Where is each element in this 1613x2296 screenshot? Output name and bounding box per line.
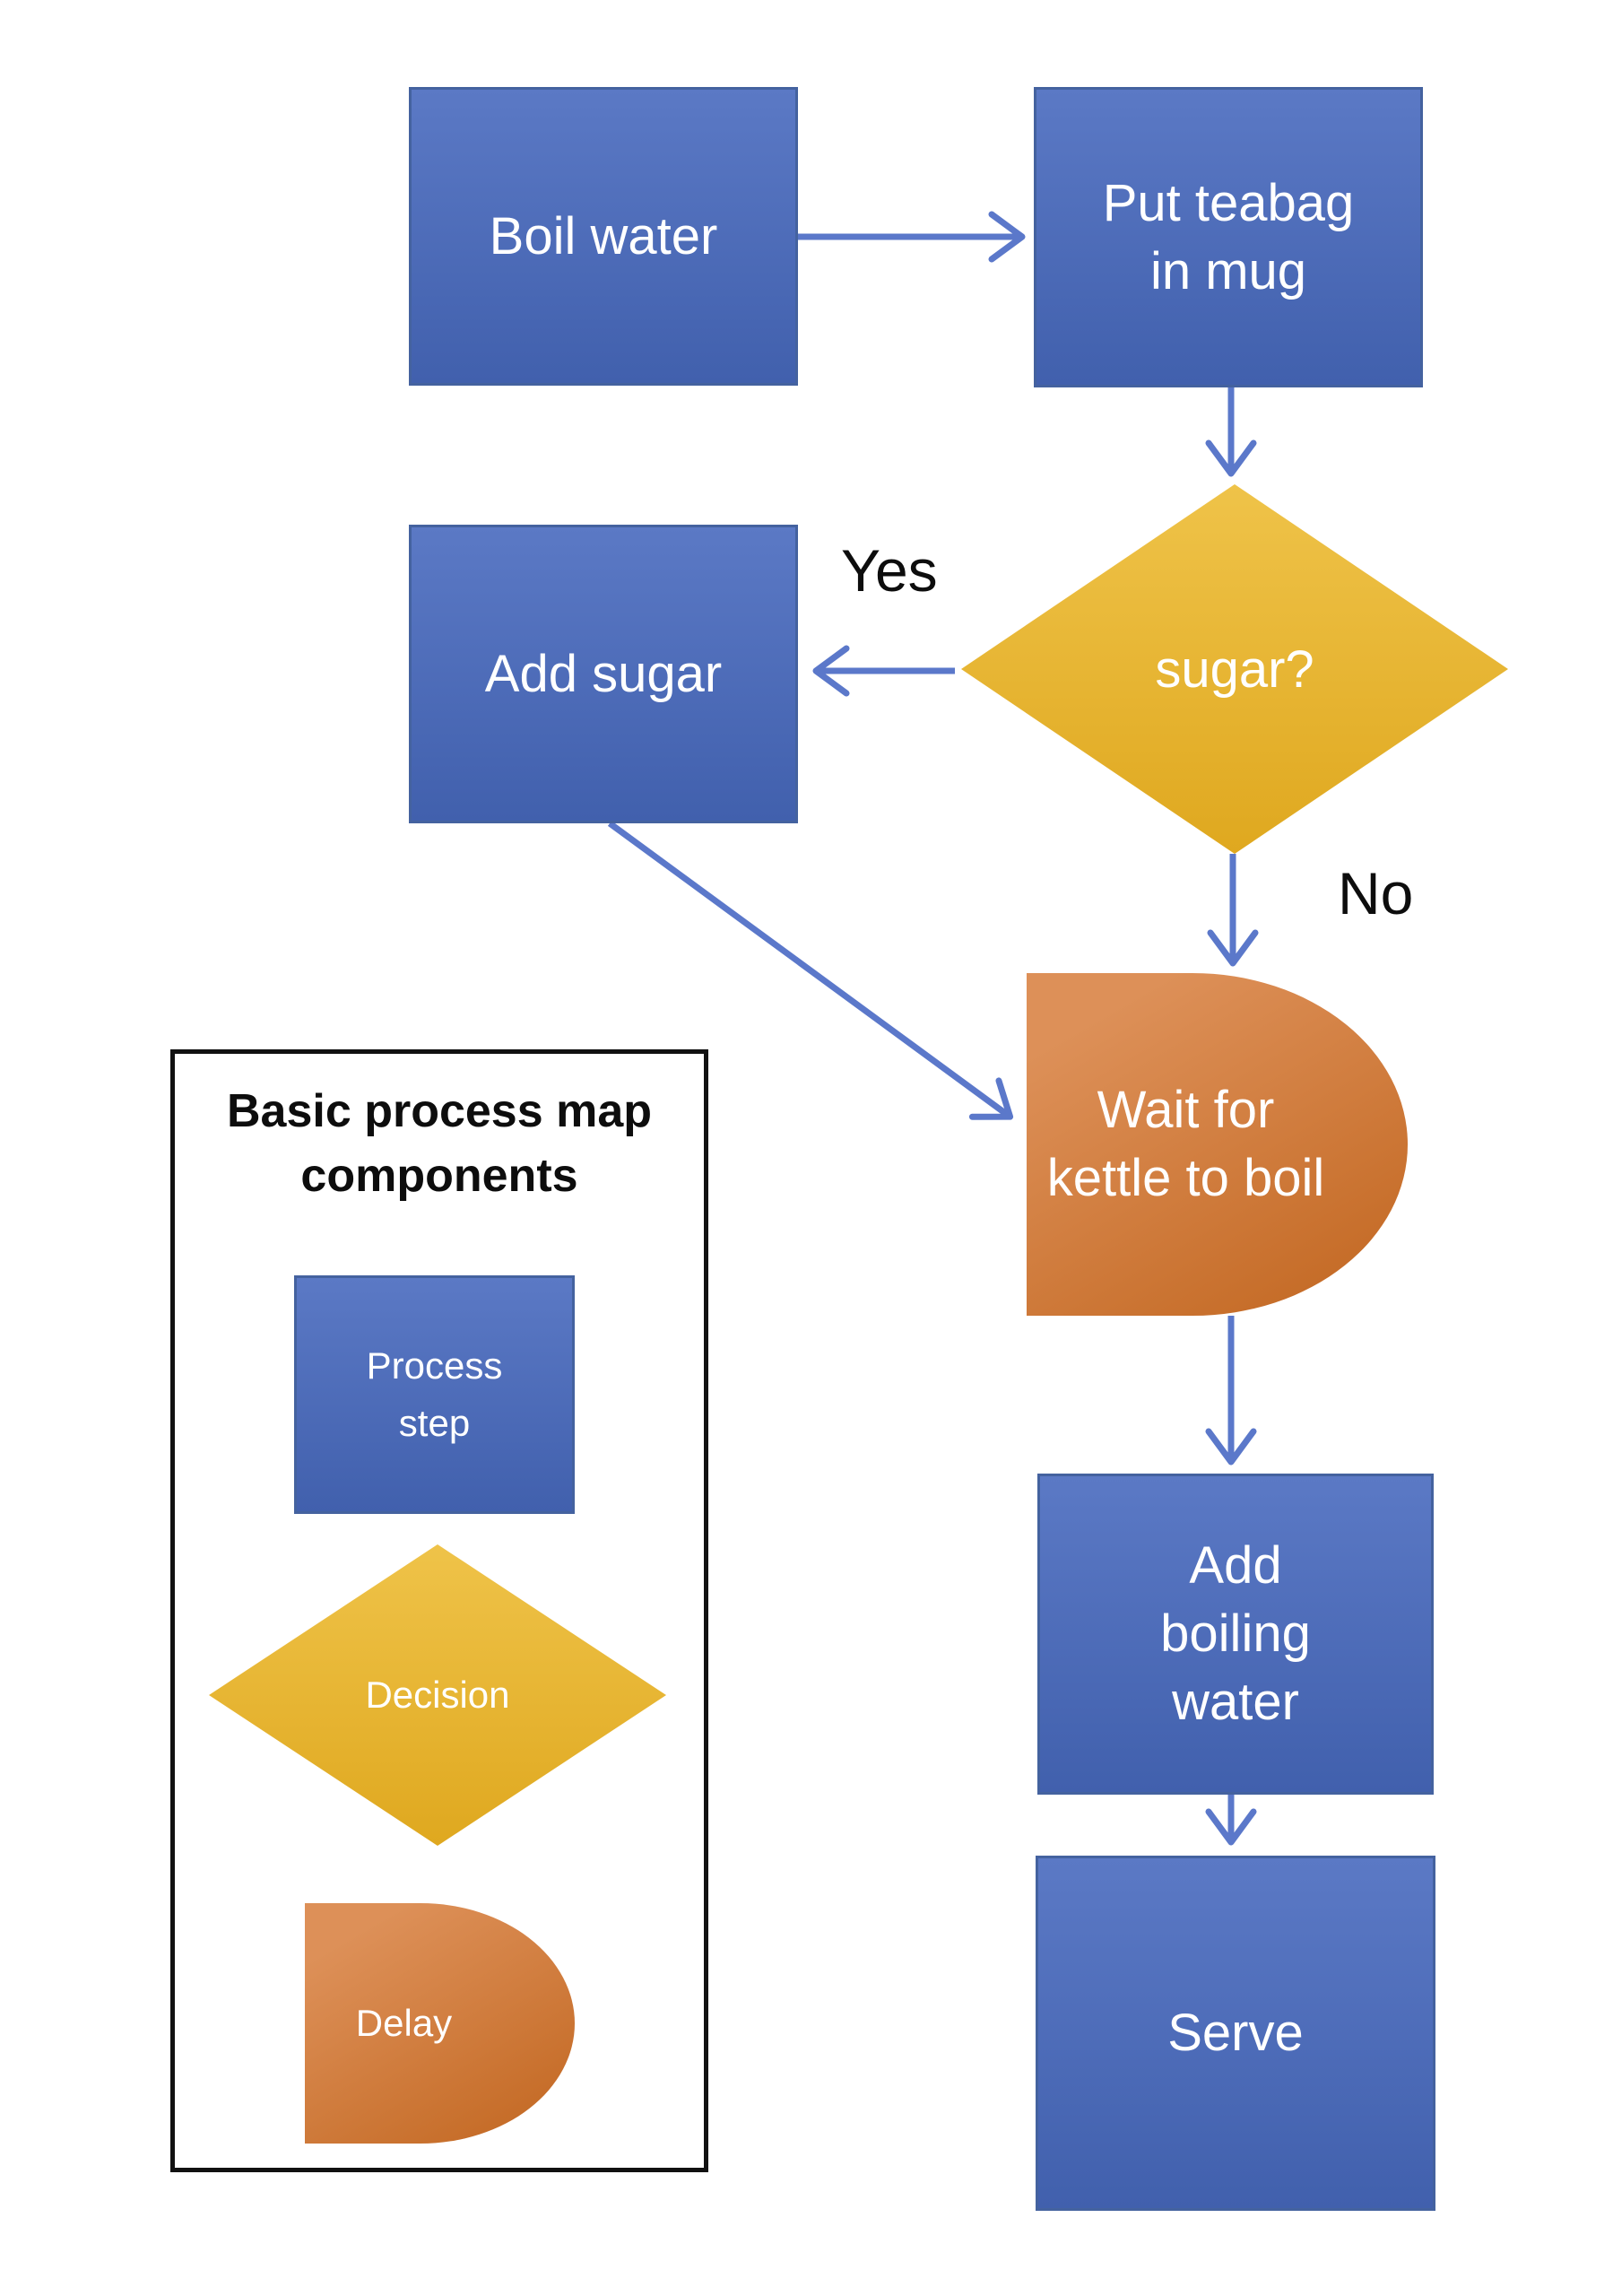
node-label: Serve <box>1167 2004 1304 2062</box>
legend-item-label: Process step <box>366 1344 503 1444</box>
arrow-addsugar-to-wait <box>607 821 1014 1120</box>
legend-title: Basic process map components <box>226 1085 653 1202</box>
node-boil-water: Boil water <box>409 87 798 386</box>
edge-label-no: No <box>1338 860 1414 926</box>
legend-item-decision: Decision <box>209 1544 666 1846</box>
legend-box: Basic process map components Process ste… <box>170 1049 708 2172</box>
node-label: Add sugar <box>484 644 723 703</box>
node-label: Boil water <box>489 206 718 265</box>
node-label-wrap: Wait for kettle to boil <box>1027 1076 1408 1213</box>
node-label: Add boiling water <box>1160 1536 1311 1731</box>
node-label: Put teabag in mug <box>1102 173 1355 300</box>
node-wait-for-kettle: Wait for kettle to boil <box>1027 973 1408 1316</box>
node-add-sugar: Add sugar <box>409 525 798 823</box>
node-label: sugar? <box>1155 639 1314 699</box>
node-label: Wait for kettle to boil <box>1046 1081 1325 1207</box>
node-serve: Serve <box>1036 1856 1435 2211</box>
legend-item-label: Decision <box>365 1674 510 1716</box>
edge-label-yes: Yes <box>841 537 938 604</box>
legend-item-process-step: Process step <box>294 1275 575 1514</box>
legend-item-delay: Delay <box>305 1903 575 2144</box>
legend-item-label: Delay <box>355 2002 453 2044</box>
node-add-boiling-water: Add boiling water <box>1037 1474 1434 1795</box>
node-put-teabag-in-mug: Put teabag in mug <box>1034 87 1423 387</box>
